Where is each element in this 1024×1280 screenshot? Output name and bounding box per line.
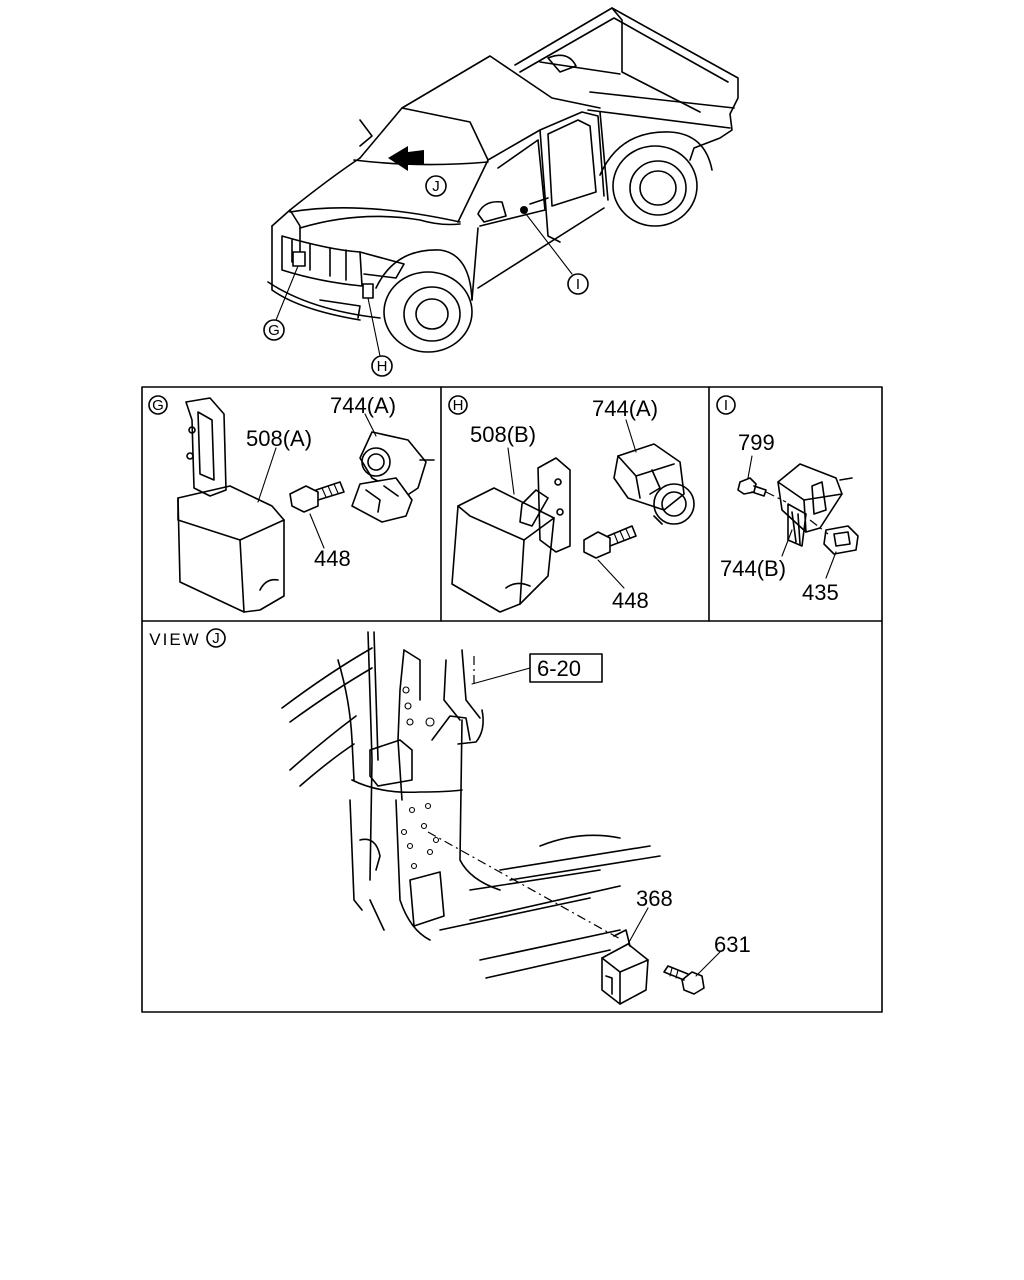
view-j-marker (206, 628, 226, 648)
screw-799-drawing (737, 477, 767, 497)
bolt-631-drawing (663, 965, 705, 995)
callout-i-marker (567, 273, 589, 295)
callout-g-marker (263, 319, 285, 341)
ref-box-label: 6-20 (537, 656, 581, 681)
label-448-h: 448 (612, 588, 649, 613)
label-508b: 508(B) (470, 422, 536, 447)
label-799: 799 (738, 430, 775, 455)
callout-j-label: J (432, 178, 440, 195)
panel-h-letter: H (453, 397, 464, 414)
label-368: 368 (636, 886, 673, 911)
view-j-letter: J (212, 630, 220, 647)
detail-panel-i: I 799 744(B) 435 (716, 395, 859, 605)
label-744a-g: 744(A) (330, 393, 396, 418)
bracket-508a-drawing (177, 397, 285, 613)
callout-h-label: H (377, 358, 388, 375)
truck-callouts: G H I J (263, 175, 589, 377)
panel-frame (141, 386, 883, 1013)
detail-panel-h: H (448, 395, 695, 613)
callout-i-label: I (576, 276, 580, 293)
detail-panel-g: G (148, 393, 435, 613)
callout-g-label: G (268, 322, 280, 339)
label-508a: 508(A) (246, 426, 312, 451)
connector-435-drawing (823, 525, 859, 555)
sensor-744a-h-drawing (613, 443, 695, 525)
module-368-drawing (601, 929, 649, 1005)
panel-h-marker (448, 395, 468, 415)
sensor-744a-drawing (351, 431, 435, 523)
sensor-744b-drawing (777, 463, 853, 547)
truck-illustration (267, 7, 739, 353)
panel-i-marker (716, 395, 736, 415)
callout-j-marker (425, 175, 447, 197)
callout-h-marker (371, 355, 393, 377)
label-448-g: 448 (314, 546, 351, 571)
label-631: 631 (714, 932, 751, 957)
panel-g-letter: G (152, 397, 164, 414)
label-744b: 744(B) (720, 556, 786, 581)
label-435: 435 (802, 580, 839, 605)
body-structure-drawing (281, 631, 661, 979)
bracket-508b-drawing (451, 457, 571, 613)
view-j-prefix: VIEW (149, 630, 200, 649)
bolt-448-h-drawing (583, 525, 637, 559)
panel-i-letter: I (724, 397, 728, 414)
bolt-448-g-drawing (289, 481, 345, 513)
panel-g-marker (148, 395, 168, 415)
view-j-panel: VIEW J 6-20 (149, 628, 751, 1005)
label-744a-h: 744(A) (592, 396, 658, 421)
